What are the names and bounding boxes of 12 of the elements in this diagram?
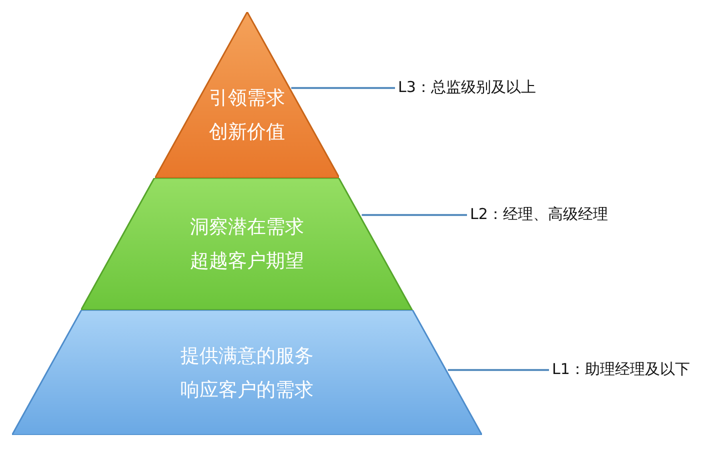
tier-text: 创新价值 — [209, 120, 285, 143]
leader-line — [448, 369, 549, 371]
leader-line — [291, 87, 395, 89]
level-label: L2：经理、高级经理 — [470, 205, 608, 224]
level-label: L1：助理经理及以下 — [552, 360, 690, 379]
tier-text: 引领需求 — [209, 86, 285, 109]
tier-text: 响应客户的需求 — [180, 378, 314, 400]
tier-text: 提供满意的服务 — [180, 344, 314, 366]
tier-text: 洞察潜在需求 — [190, 216, 304, 238]
leader-line — [362, 214, 467, 216]
tier-text: 超越客户期望 — [190, 250, 304, 272]
level-label: L3：总监级别及以上 — [398, 78, 536, 97]
